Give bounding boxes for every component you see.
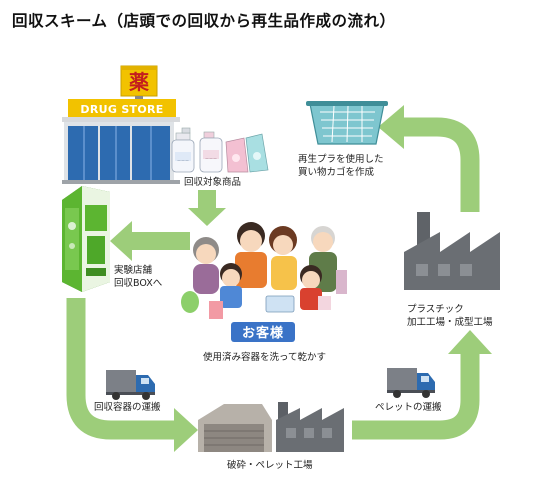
factory-center-label: 破砕・ペレット工場 (227, 460, 313, 471)
arrow-factory-to-factory (352, 352, 480, 440)
bottle-1-label: ーーー (177, 158, 189, 163)
customers-caption: 使用済み容器を洗って乾かす (203, 352, 327, 363)
arrow-customers-to-box-shaft (130, 232, 190, 250)
store-sign-kanji: 薬 (129, 70, 149, 94)
store-sign-text: DRUG STORE (80, 103, 163, 116)
arrow-head-to-factory (174, 408, 198, 452)
items-label: 回収対象商品 (184, 177, 242, 188)
shopping-basket (306, 101, 388, 145)
truck-left (106, 370, 155, 400)
factory-right-label: プラスチック 加工工場・成型工場 (407, 304, 493, 328)
box-label: 実験店舗 回収BOXへ (114, 265, 163, 289)
arrow-factory-to-basket (402, 117, 480, 212)
flow-arrows (66, 105, 492, 452)
page-title: 回収スキーム（店頭での回収から再生品作成の流れ） (12, 12, 396, 30)
truck-right-label: ペレットの運搬 (375, 402, 442, 413)
arrow-head-to-right-factory (448, 330, 492, 354)
target-products (171, 127, 269, 173)
arrow-items-to-customers-shaft (198, 190, 216, 210)
basket-label: 再生プラを使用した 買い物カゴを作成 (298, 154, 384, 178)
arrow-head-to-basket (378, 105, 404, 149)
factory-center (198, 402, 344, 452)
factory-right (404, 212, 500, 290)
drug-store (62, 65, 180, 184)
truck-left-label: 回収容器の運搬 (94, 402, 161, 413)
customers-illustration (181, 222, 347, 342)
arrow-box-to-factory (66, 298, 176, 440)
arrow-customers-to-box-head (110, 221, 132, 261)
customers-badge: お客様 (242, 325, 284, 341)
truck-right (387, 368, 435, 398)
arrow-items-to-customers-head (188, 208, 226, 226)
collection-box (62, 186, 110, 292)
bottle-2-label: ーーー (205, 156, 217, 161)
